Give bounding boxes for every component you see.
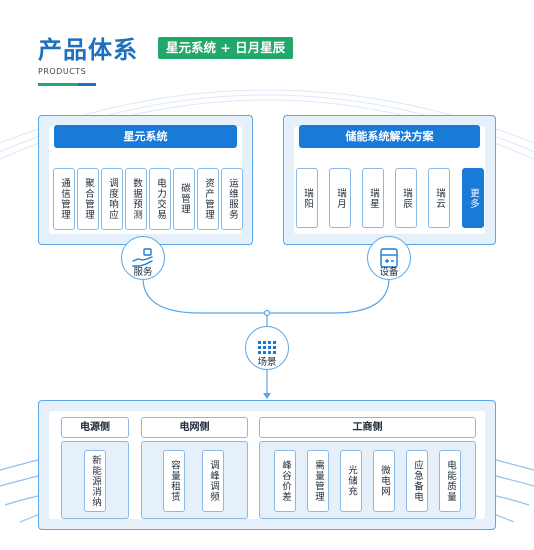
section-title-grid: 电网侧 [141,417,248,438]
scene-node [245,326,289,370]
feature-card[interactable]: 通信管理 [53,168,75,230]
storage-title-bar: 储能系统解决方案 [299,125,480,148]
scenario-card[interactable]: 容量租赁 [163,450,185,512]
product-label: 瑞阳 [302,187,313,209]
feature-label: 调度响应 [107,178,118,220]
scenario-card[interactable]: 微电网 [373,450,395,512]
feature-card[interactable]: 运维服务 [221,168,243,230]
feature-label: 电力交易 [155,178,166,220]
scenario-card[interactable]: 新能源消纳 [84,450,106,512]
more-button[interactable]: 更多 [462,168,484,228]
handshake-icon [132,248,153,267]
scenario-label: 光储充 [346,465,357,497]
scenario-label: 峰谷价差 [280,460,291,502]
feature-label: 碳管理 [179,183,190,215]
product-card[interactable]: 瑞星 [362,168,384,228]
section-title-source: 电源侧 [61,417,129,438]
product-card[interactable]: 瑞云 [428,168,450,228]
battery-device-icon [380,248,398,268]
feature-label: 资产管理 [203,178,214,220]
scene-label: 场景 [257,357,277,368]
product-label: 瑞辰 [401,187,412,209]
scenario-label: 新能源消纳 [90,454,101,508]
feature-label: 通信管理 [59,178,70,220]
service-label: 服务 [133,267,153,278]
feature-card[interactable]: 资产管理 [197,168,219,230]
product-card[interactable]: 瑞阳 [296,168,318,228]
product-card[interactable]: 瑞辰 [395,168,417,228]
feature-card[interactable]: 数据预测 [125,168,147,230]
title-underline-green [38,83,78,86]
xingyuan-title-bar: 星元系统 [54,125,237,148]
scenario-card[interactable]: 光储充 [340,450,362,512]
scenario-label: 微电网 [379,465,390,497]
product-label: 瑞月 [335,187,346,209]
scenario-card[interactable]: 应急备电 [406,450,428,512]
xingyuan-panel: 星元系统 通信管理 聚合管理 调度响应 数据预测 电力交易 碳管理 资产管理 运… [38,115,253,245]
device-node [367,236,411,280]
title-badge: 星元系统 + 日月星辰 [158,37,294,59]
product-label: 瑞星 [368,187,379,209]
scenario-label: 电能质量 [445,460,456,502]
page-subtitle: PRODUCTS [38,67,87,76]
scenario-label: 调峰调频 [208,460,219,502]
scenario-card[interactable]: 峰谷价差 [274,450,296,512]
section-title-commercial: 工商侧 [259,417,476,438]
scenario-card[interactable]: 调峰调频 [202,450,224,512]
scenario-card[interactable]: 需量管理 [307,450,329,512]
feature-label: 运维服务 [227,178,238,220]
more-label: 更多 [468,187,479,209]
scene-grid-icon [258,341,276,354]
section-body-grid [141,441,248,519]
feature-card[interactable]: 电力交易 [149,168,171,230]
scenario-label: 应急备电 [412,460,423,502]
product-label: 瑞云 [434,187,445,209]
feature-card[interactable]: 调度响应 [101,168,123,230]
storage-panel: 储能系统解决方案 瑞阳 瑞月 瑞星 瑞辰 瑞云 更多 [283,115,496,245]
device-label: 设备 [379,267,399,278]
feature-label: 数据预测 [131,178,142,220]
page-title: 产品体系 [38,36,138,64]
title-underline-blue [78,83,96,86]
scenario-card[interactable]: 电能质量 [439,450,461,512]
feature-card[interactable]: 聚合管理 [77,168,99,230]
feature-label: 聚合管理 [83,178,94,220]
service-node [121,236,165,280]
scenario-label: 容量租赁 [169,460,180,502]
product-card[interactable]: 瑞月 [329,168,351,228]
feature-card[interactable]: 碳管理 [173,168,195,230]
scenario-label: 需量管理 [313,460,324,502]
